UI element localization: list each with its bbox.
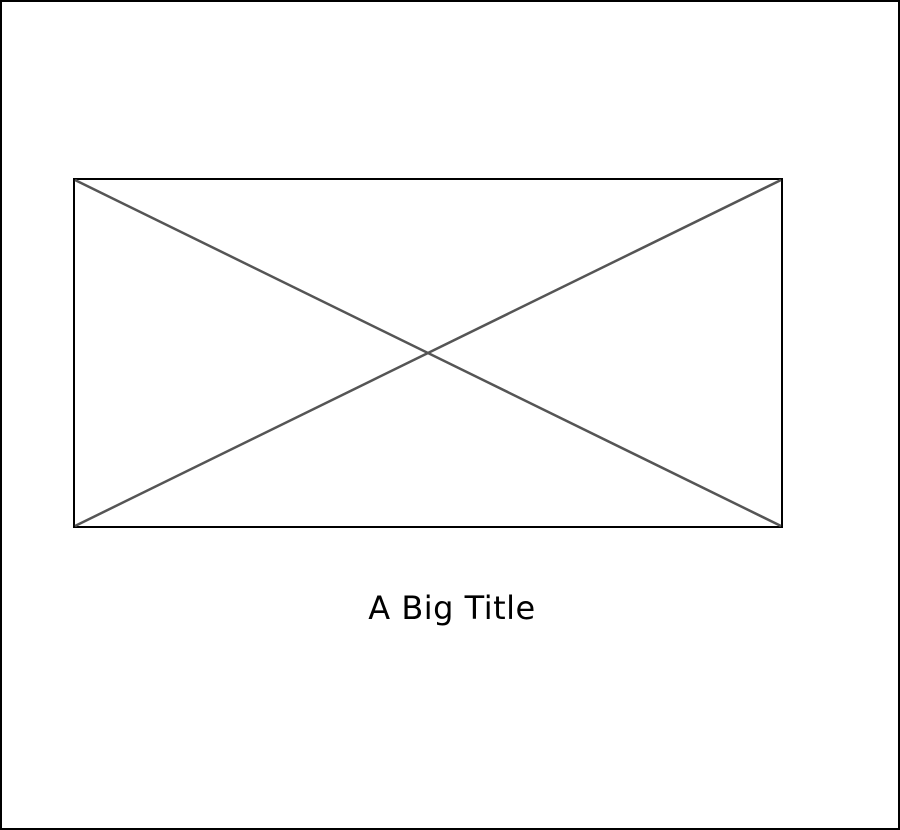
image-placeholder-icon [73, 178, 783, 528]
image-placeholder-cross-line [74, 178, 782, 528]
image-placeholder [73, 178, 783, 528]
page-title: A Big Title [368, 589, 536, 627]
